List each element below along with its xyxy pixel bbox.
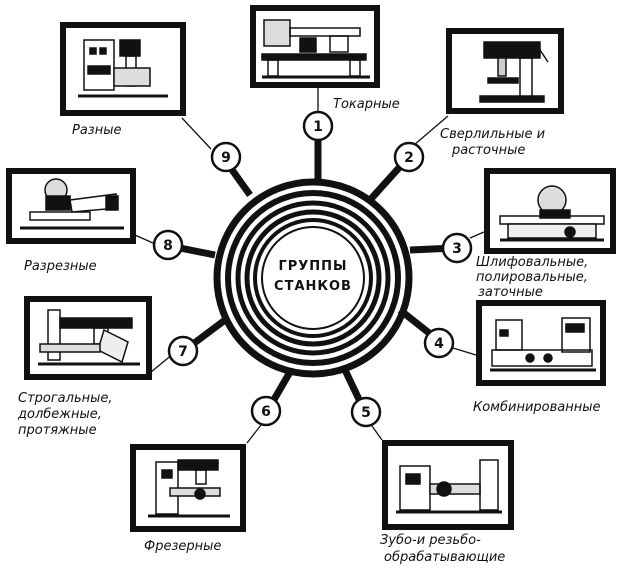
badge-8: 8 [152,229,184,261]
caption-4: Комбинированные [473,400,601,415]
badge-1: 1 [302,110,334,142]
badge-4: 4 [423,327,455,359]
center-rings [213,178,413,378]
frame-6 [130,444,246,532]
spokes [169,130,456,414]
svg-text:4: 4 [434,336,444,352]
caption-8: Разрезные [24,259,97,274]
center-label-line1: ГРУППЫ [278,259,347,274]
lathe-icon [261,19,370,79]
caption-3: Шлифовальные, полировальные, заточные [476,255,592,300]
number-badges: 1 2 3 4 5 6 7 8 9 [152,110,473,428]
badge-6: 6 [250,395,282,427]
frame-1 [250,5,380,88]
combined-machine-icon [490,317,596,372]
caption-6: Фрезерные [144,539,221,554]
badge-7: 7 [167,335,199,367]
caption-5: Зубо-и резьбо- обрабатывающие [380,533,505,565]
cutting-machine-icon [20,178,124,230]
svg-text:7: 7 [178,344,188,360]
frame-9 [60,22,186,116]
grinding-machine-icon [499,185,605,242]
miscellaneous-machine-icon [78,39,168,98]
caption-9: Разные [72,123,121,138]
caption-7: Строгальные, долбежные, протяжные [17,391,117,438]
svg-text:1: 1 [313,119,323,135]
svg-text:9: 9 [221,150,231,166]
badge-2: 2 [393,141,425,173]
center-disc [264,229,362,327]
badge-3: 3 [441,232,473,264]
caption-1: Токарные [333,97,400,112]
frame-8 [6,168,136,244]
frame-2 [446,28,564,114]
caption-2: Сверлильные и расточные [440,127,549,158]
svg-text:8: 8 [163,238,173,254]
svg-text:5: 5 [361,405,371,421]
badge-5: 5 [350,396,382,428]
frame-7 [24,296,152,380]
frame-3 [484,168,616,254]
frame-5 [382,440,514,530]
captions: Токарные Сверлильные и расточные Шлифова… [17,97,601,565]
planing-machine-icon [38,309,140,366]
frame-4 [476,300,606,386]
center-label-line2: СТАНКОВ [274,279,352,294]
milling-machine-icon [148,459,230,518]
gear-threading-machine-icon [396,459,502,514]
svg-text:6: 6 [261,404,271,420]
drill-press-icon [479,41,549,103]
svg-text:2: 2 [404,150,414,166]
machine-frames [6,5,616,532]
badge-9: 9 [210,141,242,173]
svg-text:3: 3 [452,241,462,257]
connectors [127,88,485,444]
